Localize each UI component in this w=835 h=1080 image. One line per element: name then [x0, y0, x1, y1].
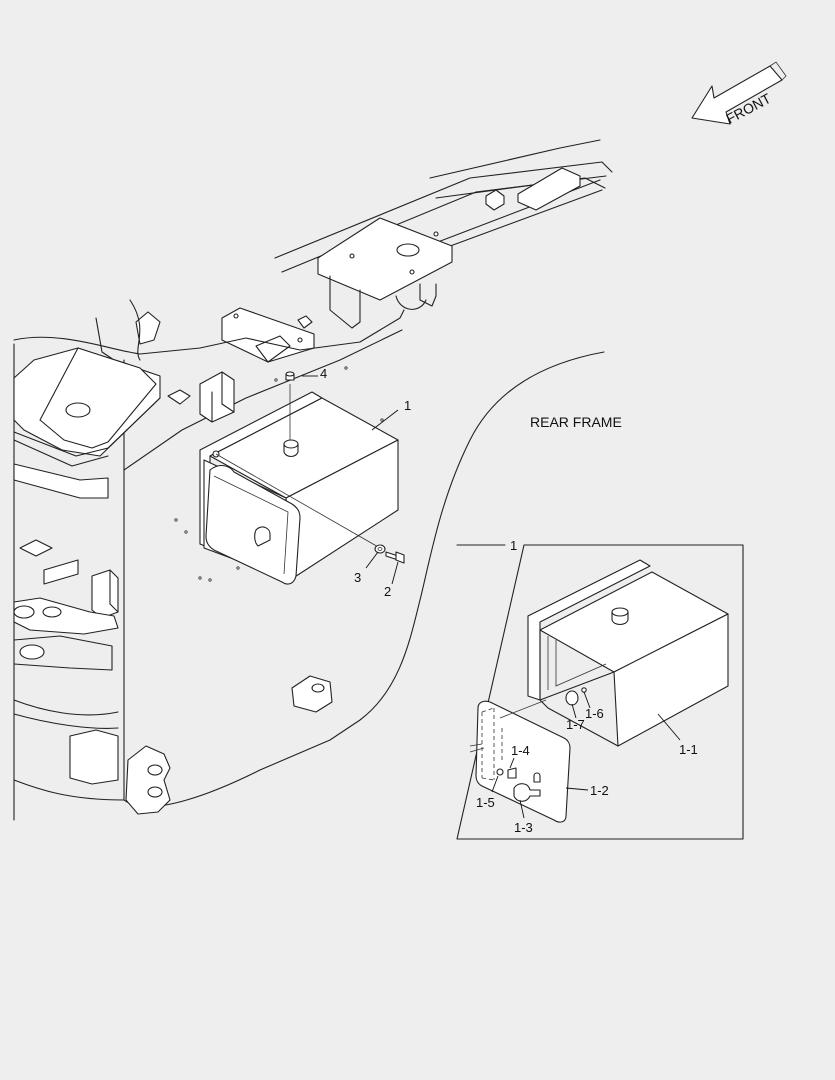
callout-1-3: 1-3	[514, 820, 533, 835]
tool-box-assembly	[199, 391, 399, 585]
callout-4: 4	[320, 366, 327, 381]
front-arrow-icon: FRONT	[691, 61, 787, 127]
detail-title: 1	[510, 538, 517, 553]
rear-frame-drawing	[13, 139, 613, 821]
callout-1-2: 1-2	[590, 783, 609, 798]
callout-1: 1	[404, 398, 411, 413]
callout-3: 3	[354, 570, 361, 585]
region-label: REAR FRAME	[530, 414, 622, 430]
callout-1-5: 1-5	[476, 795, 495, 810]
detail-view: 1	[456, 538, 744, 840]
bolt-2-icon	[385, 551, 405, 564]
callout-1-6: 1-6	[585, 706, 604, 721]
callout-1-4: 1-4	[511, 743, 530, 758]
callout-2: 2	[384, 584, 391, 599]
bolt-4-icon	[285, 371, 295, 440]
callout-1-1: 1-1	[679, 742, 698, 757]
callout-1-7: 1-7	[566, 717, 585, 732]
washer-3-icon	[374, 544, 386, 554]
